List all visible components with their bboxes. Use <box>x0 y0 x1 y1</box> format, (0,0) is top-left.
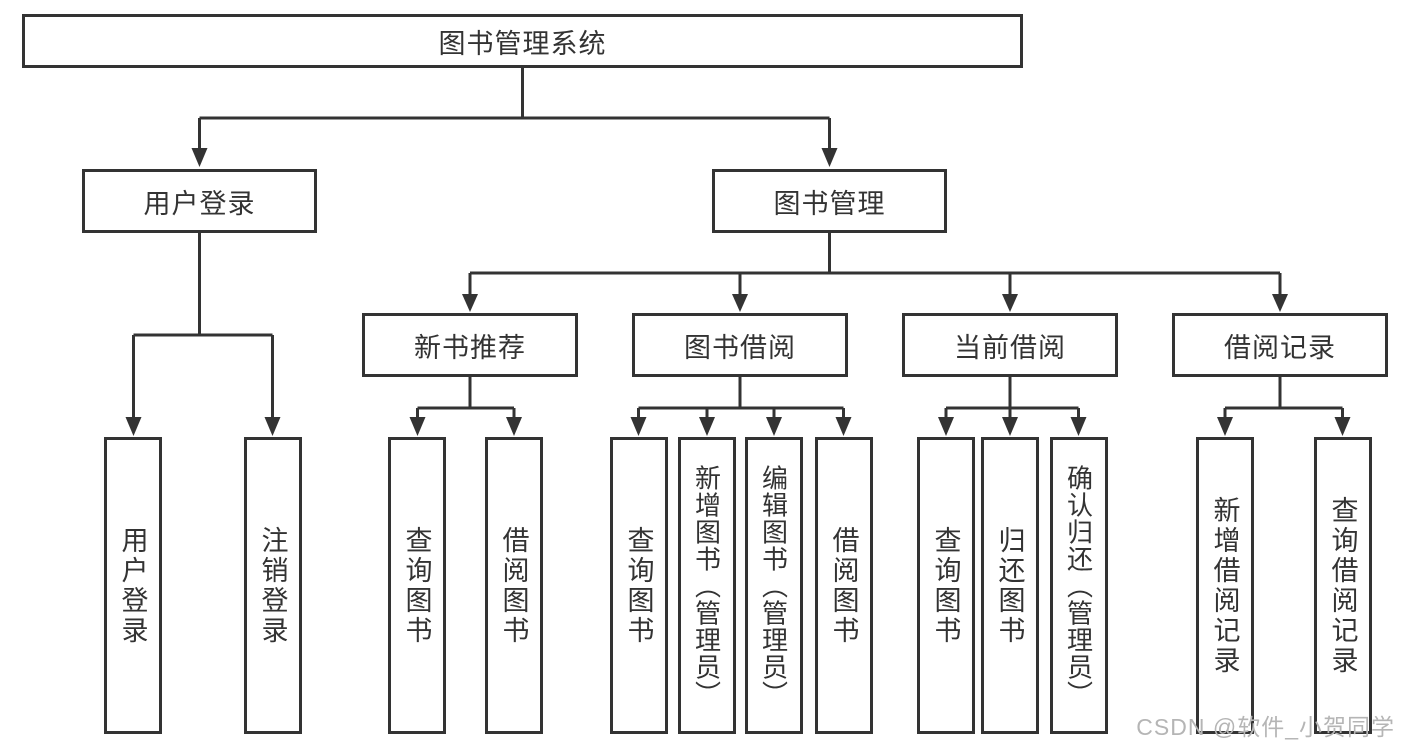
leaf-label: 查询图书 <box>930 525 961 646</box>
arrowhead-cb-return <box>1002 417 1018 436</box>
leaf-user-login: 用户登录 <box>104 437 162 734</box>
connector-root <box>198 68 831 150</box>
arrowhead-cb-confirm <box>1070 417 1087 436</box>
node-borrowing-records: 借阅记录 <box>1172 313 1388 377</box>
leaf-logout: 注销登录 <box>244 437 302 734</box>
leaf-cb-confirm-return-admin: 确认归还（管理员） <box>1050 437 1108 734</box>
leaf-cb-return-books: 归还图书 <box>981 437 1039 734</box>
leaf-label: 用户登录 <box>117 525 148 646</box>
arrowhead-leaf-user-login <box>125 417 142 436</box>
node-book-borrowing: 图书借阅 <box>632 313 848 377</box>
arrowhead-book-management <box>821 148 838 167</box>
connector-new-book-group <box>416 377 516 419</box>
leaf-label: 借阅图书 <box>828 525 859 646</box>
leaf-label: 借阅图书 <box>498 525 529 646</box>
leaf-label: 查询图书 <box>623 525 654 646</box>
leaf-bb-add-books-admin: 新增图书（管理员） <box>678 437 736 734</box>
arrowhead-br-query <box>1334 417 1351 436</box>
leaf-br-query-record: 查询借阅记录 <box>1314 437 1372 734</box>
leaf-nb-query-books: 查询图书 <box>388 437 446 734</box>
arrowhead-bb-edit <box>766 417 782 436</box>
node-new-book-recommendation: 新书推荐 <box>362 313 578 377</box>
connector-borrowing-records-group <box>1223 377 1344 419</box>
node-book-management: 图书管理 <box>712 169 947 233</box>
arrowhead-bb-query <box>630 417 647 436</box>
leaf-label: 查询借阅记录 <box>1327 495 1358 676</box>
connector-book-management <box>468 233 1282 296</box>
arrowhead-leaf-logout <box>264 417 281 436</box>
leaf-label: 新增图书（管理员） <box>691 464 722 707</box>
arrowhead-borrowing-records <box>1272 294 1288 312</box>
leaf-label: 查询图书 <box>401 525 432 646</box>
leaf-cb-query-books: 查询图书 <box>917 437 975 734</box>
leaf-label: 确认归还（管理员） <box>1063 464 1094 707</box>
leaf-bb-edit-books-admin: 编辑图书（管理员） <box>745 437 803 734</box>
arrowhead-new-book <box>462 294 478 312</box>
connector-book-borrowing-group <box>637 377 845 419</box>
node-root-system: 图书管理系统 <box>22 14 1023 68</box>
arrowhead-nb-query <box>409 417 426 436</box>
leaf-label: 归还图书 <box>994 525 1025 646</box>
node-current-borrowing: 当前借阅 <box>902 313 1118 377</box>
arrowhead-user-login <box>191 148 208 167</box>
csdn-watermark: CSDN @软件_小贺同学 <box>1136 714 1395 740</box>
leaf-br-add-record: 新增借阅记录 <box>1196 437 1254 734</box>
leaf-nb-borrow-books: 借阅图书 <box>485 437 543 734</box>
node-user-login: 用户登录 <box>82 169 317 233</box>
arrowhead-bb-borrow <box>835 417 852 436</box>
arrowhead-current-borrowing <box>1002 294 1018 312</box>
arrowhead-book-borrowing <box>732 294 748 312</box>
leaf-bb-borrow-books: 借阅图书 <box>815 437 873 734</box>
connector-current-borrowing-group <box>944 377 1080 419</box>
arrowhead-nb-borrow <box>506 417 522 436</box>
leaf-label: 注销登录 <box>257 525 288 646</box>
arrowhead-bb-add <box>699 417 715 436</box>
leaf-label: 新增借阅记录 <box>1209 495 1240 676</box>
leaf-label: 编辑图书（管理员） <box>758 464 789 707</box>
arrowhead-cb-query <box>938 417 954 436</box>
arrowhead-br-add <box>1217 417 1233 436</box>
connector-user-login-group <box>132 233 274 418</box>
leaf-bb-query-books: 查询图书 <box>610 437 668 734</box>
